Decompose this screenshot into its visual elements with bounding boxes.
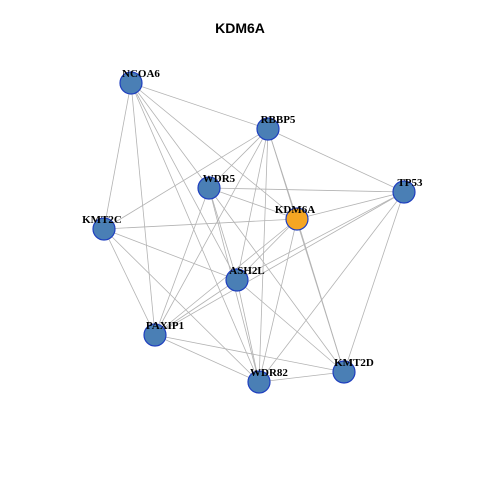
node-tp53 [392, 180, 416, 204]
edge-ash2l-wdr82 [236, 279, 260, 383]
edge-ncoa6-ash2l [130, 82, 238, 281]
node-kdm6a [285, 207, 309, 231]
node-label-kmt2c: KMT2C [82, 214, 122, 226]
edge-kdm6a-kmt2d [296, 218, 345, 373]
node-paxip1 [143, 323, 167, 347]
node-kmt2c [92, 217, 116, 241]
node-rbbp5 [256, 117, 280, 141]
node-label-kmt2d: KMT2D [334, 357, 374, 369]
edge-tp53-kmt2d [343, 191, 405, 373]
edge-kdm6a-ash2l [236, 218, 298, 281]
edge-wdr5-paxip1 [154, 187, 210, 336]
edge-kmt2c-ash2l [103, 228, 238, 281]
node-ncoa6 [119, 71, 143, 95]
edge-ash2l-paxip1 [154, 279, 238, 336]
edge-ncoa6-wdr82 [130, 82, 260, 383]
edge-ash2l-kmt2d [236, 279, 345, 373]
edge-rbbp5-ash2l [236, 128, 269, 281]
node-kmt2d [332, 360, 356, 384]
node-label-kdm6a: KDM6A [275, 204, 315, 216]
edge-paxip1-wdr82 [154, 334, 260, 383]
node-label-rbbp5: RBBP5 [261, 114, 296, 126]
node-label-tp53: TP53 [397, 177, 423, 189]
edge-wdr5-ash2l [208, 187, 238, 281]
edge-paxip1-kmt2d [154, 334, 345, 373]
edge-rbbp5-paxip1 [154, 128, 269, 336]
edge-wdr5-kdm6a [208, 187, 298, 220]
edge-kmt2c-wdr82 [103, 228, 260, 383]
node-ash2l [225, 268, 249, 292]
edge-tp53-ash2l [236, 191, 405, 281]
edge-kmt2c-paxip1 [103, 228, 156, 336]
edge-tp53-wdr82 [258, 191, 405, 383]
edge-ncoa6-rbbp5 [130, 82, 269, 130]
edge-ncoa6-kdm6a [130, 82, 298, 220]
edge-ncoa6-wdr5 [130, 82, 210, 189]
edge-wdr5-kmt2d [208, 187, 345, 373]
node-label-wdr5: WDR5 [203, 173, 236, 185]
node-label-paxip1: PAXIP1 [146, 320, 184, 332]
edge-tp53-paxip1 [154, 191, 405, 336]
edge-rbbp5-tp53 [267, 128, 405, 193]
node-wdr82 [247, 370, 271, 394]
edge-tp53-kdm6a [296, 191, 405, 220]
edge-kdm6a-wdr82 [258, 218, 298, 383]
node-label-ash2l: ASH2L [229, 265, 264, 277]
edge-ncoa6-kmt2c [103, 82, 132, 230]
node-label-wdr82: WDR82 [250, 367, 288, 379]
node-label-ncoa6: NCOA6 [122, 68, 160, 80]
diagram-title: KDM6A [215, 20, 265, 36]
node-wdr5 [197, 176, 221, 200]
edge-layer [103, 82, 405, 383]
edge-rbbp5-wdr5 [208, 128, 269, 189]
edge-rbbp5-kmt2c [103, 128, 269, 230]
edge-wdr82-kmt2d [258, 371, 345, 383]
edge-kdm6a-kmt2c [103, 218, 298, 230]
edge-ncoa6-paxip1 [130, 82, 156, 336]
edge-wdr5-tp53 [208, 187, 405, 193]
edge-rbbp5-wdr82 [258, 128, 269, 383]
